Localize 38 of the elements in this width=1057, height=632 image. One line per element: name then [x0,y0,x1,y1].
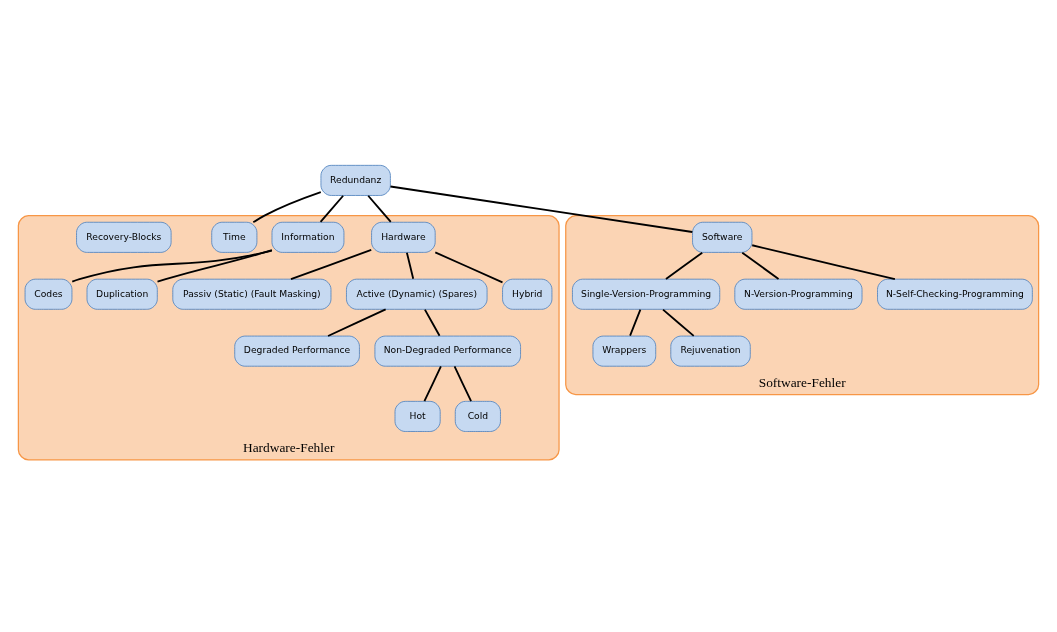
node-box: N-Version-Programming [734,278,863,310]
connector [327,308,387,337]
connector [319,194,345,223]
node-box: Hardware [371,221,436,253]
connector [405,251,415,280]
node-box: Cold [454,400,501,432]
connector [71,249,273,283]
node-box: Hybrid [502,278,553,310]
connector [389,185,694,233]
connector [367,194,392,223]
connector [434,251,504,284]
node-box: Rejuvenation [670,335,751,367]
node-box: Codes [24,278,73,310]
node-box: Hot [394,400,441,432]
connector [423,308,441,337]
connector [252,191,322,224]
connector [453,365,472,403]
connector [156,249,273,283]
node-box: Time [211,221,258,253]
node-box: Active (Dynamic) (Spares) [346,278,488,310]
node-box: Non-Degraded Performance [374,335,521,367]
connector [662,308,695,337]
node-box: N-Self-Checking-Programming [877,278,1033,310]
node-box: Duplication [86,278,158,310]
connector [751,244,896,281]
connector [741,251,780,280]
node-box: Passiv (Static) (Fault Masking) [172,278,332,310]
connector [290,248,373,281]
connector [665,251,704,280]
connector [423,365,442,403]
node-box: Software [692,221,753,253]
node-box: Recovery-Blocks [76,221,172,253]
node-box: Single-Version-Programming [572,278,721,310]
node-box: Degraded Performance [234,335,360,367]
node-box: Information [271,221,345,253]
node-box: Redundanz [320,164,391,196]
connector [629,308,642,337]
node-box: Wrappers [592,335,657,367]
